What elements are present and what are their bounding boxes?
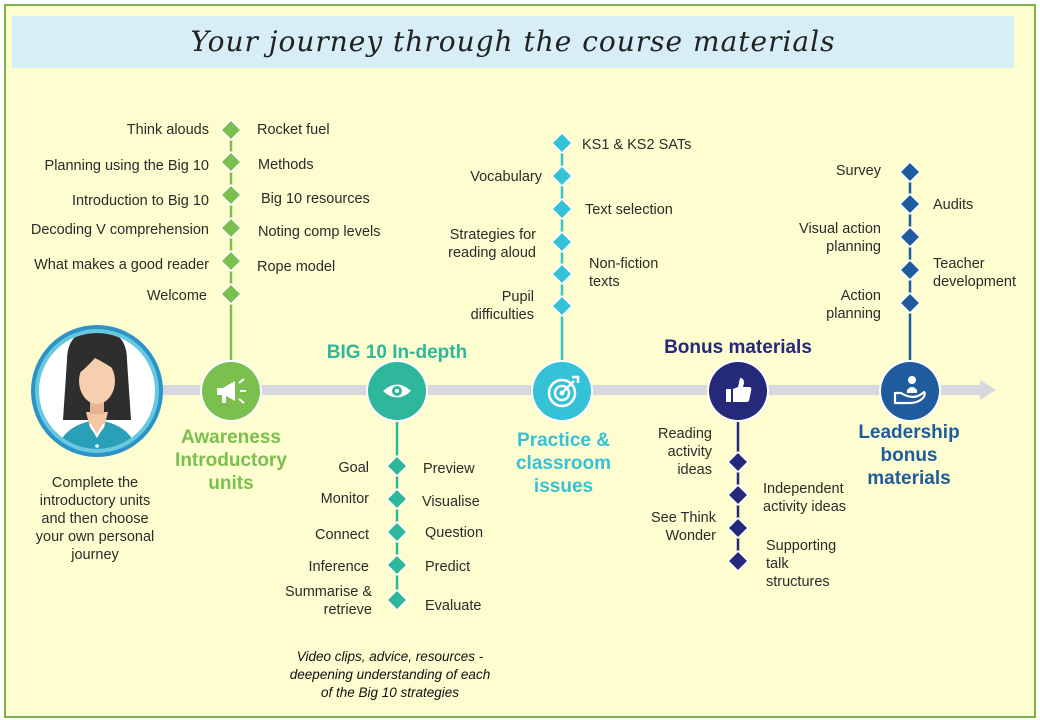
- awareness-item: Rocket fuel: [257, 122, 330, 138]
- leadership-heading: Leadership bonus materials: [858, 422, 960, 489]
- awareness-node: [200, 360, 262, 422]
- awareness-item: Welcome: [146, 288, 207, 304]
- awareness-marker: [219, 249, 243, 273]
- awareness-item: Rope model: [257, 259, 336, 275]
- big10-item: Inference: [308, 559, 369, 575]
- awareness-item: What makes a good reader: [34, 257, 209, 273]
- leadership-item: Action planning: [826, 288, 881, 322]
- leadership-marker: [898, 258, 922, 282]
- big10-item: Evaluate: [425, 598, 482, 614]
- bonus-item: Independent activity ideas: [763, 481, 847, 515]
- leadership-item: Teacher development: [933, 256, 1017, 290]
- big10-note: Video clips, advice, resources - deepeni…: [289, 649, 491, 700]
- page-title: Your journey through the course material…: [190, 25, 836, 58]
- practice-item: Pupil difficulties: [470, 289, 534, 323]
- bonus-item: Supporting talk structures: [766, 538, 837, 590]
- awareness-item: Introduction to Big 10: [71, 193, 209, 209]
- practice-heading: Practice & classroom issues: [515, 430, 612, 497]
- practice-marker: [550, 294, 574, 318]
- leadership-markers: [898, 160, 922, 315]
- awareness-item: Decoding V comprehension: [30, 222, 209, 238]
- leadership-node: [879, 360, 941, 422]
- awareness-item: Big 10 resources: [261, 191, 370, 207]
- big10-item: Question: [425, 525, 484, 541]
- awareness-item: Methods: [258, 157, 314, 173]
- practice-node: [531, 360, 593, 422]
- bonus-markers: [726, 450, 750, 573]
- big10-marker: [385, 588, 409, 612]
- awareness-marker: [219, 183, 243, 207]
- bonus-heading: Bonus materials: [664, 337, 812, 358]
- practice-item: Strategies for reading aloud: [448, 227, 536, 261]
- awareness-markers: [219, 118, 243, 306]
- big10-item: Predict: [425, 559, 471, 575]
- leadership-item: Audits: [933, 197, 974, 213]
- practice-marker: [550, 131, 574, 155]
- awareness-item: Think alouds: [126, 122, 209, 138]
- practice-item: Text selection: [585, 202, 673, 218]
- leadership-item: Visual action planning: [799, 221, 881, 255]
- practice-marker: [550, 230, 574, 254]
- woman-avatar-icon: [31, 325, 163, 457]
- practice-markers: [550, 131, 574, 318]
- bonus-marker: [726, 450, 750, 474]
- leadership-marker: [898, 225, 922, 249]
- bonus-marker: [726, 516, 750, 540]
- bonus-node: [707, 360, 769, 422]
- helping-hand-icon: [893, 376, 926, 405]
- big10-item: Visualise: [422, 494, 480, 510]
- awareness-marker: [219, 282, 243, 306]
- practice-marker: [550, 197, 574, 221]
- timeline-arrowhead: [980, 380, 996, 400]
- big10-marker: [385, 520, 409, 544]
- leadership-marker: [898, 192, 922, 216]
- eye-icon: [383, 384, 411, 398]
- target-icon: [547, 375, 580, 408]
- bonus-marker: [726, 483, 750, 507]
- big10-heading: BIG 10 In-depth: [326, 342, 468, 363]
- big10-item: Summarise & retrieve: [284, 584, 372, 618]
- big10-item: Goal: [338, 460, 369, 476]
- practice-item: KS1 & KS2 SATs: [582, 137, 692, 153]
- big10-item: Connect: [314, 527, 369, 543]
- page-frame: [4, 4, 1036, 718]
- practice-item: Non-fiction texts: [589, 256, 659, 290]
- big10-marker: [385, 553, 409, 577]
- leadership-marker: [898, 291, 922, 315]
- megaphone-icon: [217, 378, 246, 404]
- big10-marker: [385, 454, 409, 478]
- big10-item: Preview: [423, 461, 475, 477]
- title-banner: Your journey through the course material…: [12, 16, 1014, 68]
- big10-marker: [385, 487, 409, 511]
- bonus-marker: [726, 549, 750, 573]
- leadership-marker: [898, 160, 922, 184]
- awareness-marker: [219, 150, 243, 174]
- bonus-item: See Think Wonder: [650, 510, 716, 544]
- big10-node: [366, 360, 428, 422]
- big10-item: Monitor: [320, 491, 369, 507]
- awareness-heading: Awareness Introductory units: [175, 427, 287, 494]
- awareness-item: Noting comp levels: [258, 224, 381, 240]
- awareness-item: Planning using the Big 10: [44, 158, 209, 174]
- intro-caption: Complete the introductory units and then…: [35, 475, 155, 563]
- awareness-marker: [219, 216, 243, 240]
- practice-marker: [550, 164, 574, 188]
- awareness-marker: [219, 118, 243, 142]
- practice-item: Vocabulary: [470, 169, 542, 185]
- practice-marker: [550, 262, 574, 286]
- thumbs-up-icon: [726, 378, 752, 402]
- bonus-item: Reading activity ideas: [657, 426, 712, 478]
- leadership-item: Survey: [835, 163, 881, 179]
- big10-markers: [385, 454, 409, 612]
